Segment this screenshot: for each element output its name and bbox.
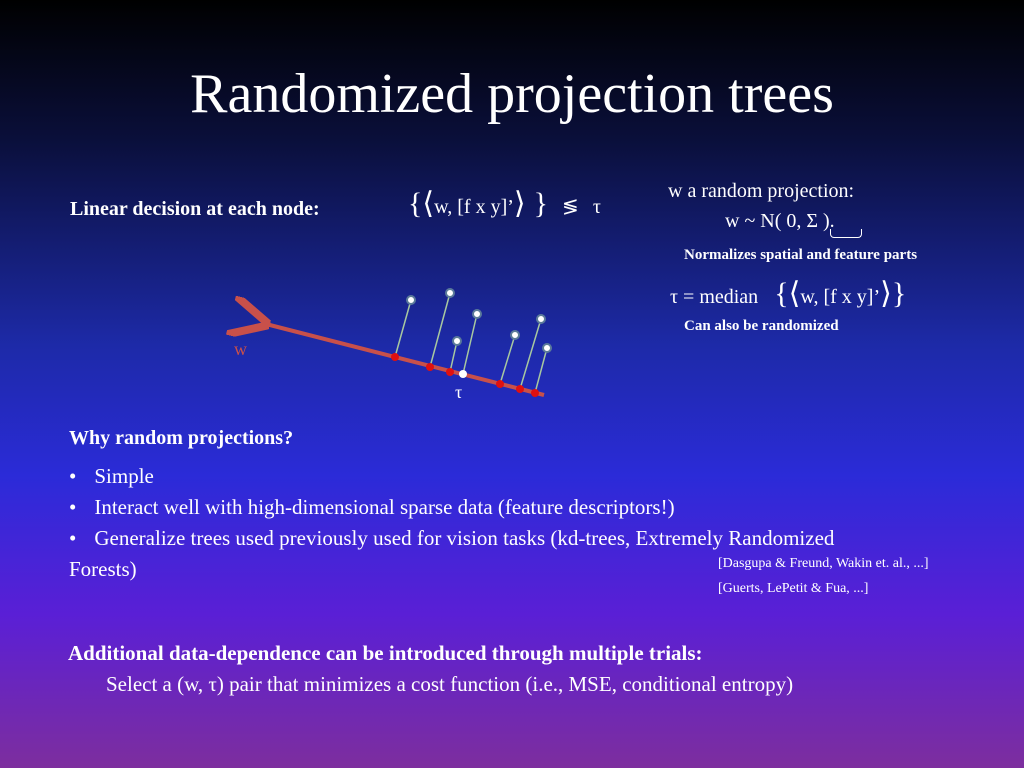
bullet: • xyxy=(69,526,77,550)
projection-line1: w a random projection: xyxy=(668,180,855,202)
median-angle-open: ⟨ xyxy=(788,277,801,310)
randomize-note: Can also be randomized xyxy=(684,318,839,334)
slide-title: Randomized projection trees xyxy=(190,63,834,125)
linear-decision-formula: {⟨w, [f x y]’⟩ } ≶ τ xyxy=(408,186,601,221)
why-item-1: • Simple xyxy=(69,464,154,489)
brace-open: { xyxy=(408,187,423,220)
why-item-2-text: Interact well with high-dimensional spar… xyxy=(94,495,675,519)
median-formula: τ = median {⟨w, [f x y]’⟩} xyxy=(670,276,906,311)
relation-symbol: ≶ xyxy=(562,196,579,218)
bullet: • xyxy=(69,464,77,488)
brace-close: } xyxy=(533,187,549,220)
projection-line2: w ~ N( 0, Σ ). xyxy=(725,210,835,232)
why-item-1-text: Simple xyxy=(94,464,154,488)
why-item-3-text: Generalize trees used previously used fo… xyxy=(94,526,835,550)
linear-decision-label: Linear decision at each node: xyxy=(70,198,320,220)
citation-1: [Dasgupa & Freund, Wakin et. al., ...] xyxy=(718,556,929,571)
why-item-3-continued: Forests) xyxy=(69,557,137,581)
data-points xyxy=(406,288,552,353)
tau-point xyxy=(459,370,467,378)
median-inner: w, [f x y]’ xyxy=(800,286,881,308)
sigma-underbrace xyxy=(830,229,862,238)
median-angle-close: ⟩ xyxy=(880,277,892,310)
why-item-3: • Generalize trees used previously used f… xyxy=(69,526,834,551)
inner-product: w, [f x y]’ xyxy=(434,196,514,218)
median-brace-open: { xyxy=(774,277,789,310)
why-heading: Why random projections? xyxy=(69,427,294,449)
projection-stems xyxy=(394,292,548,394)
bullet: • xyxy=(69,495,77,519)
additional-line: Select a (w, τ) pair that minimizes a co… xyxy=(106,672,794,696)
why-item-2: • Interact well with high-dimensional spa… xyxy=(69,495,675,520)
w-axis-label: w xyxy=(234,339,247,359)
additional-heading: Additional data-dependence can be introd… xyxy=(68,641,703,665)
angle-open: ⟨ xyxy=(422,187,435,220)
median-brace-close: } xyxy=(891,277,907,310)
projected-points xyxy=(391,353,539,397)
tau-axis-label: τ xyxy=(455,382,463,402)
tau-median: τ = median xyxy=(670,286,759,308)
tau-symbol: τ xyxy=(592,196,601,218)
citation-2: [Guerts, LePetit & Fua, ...] xyxy=(718,581,869,596)
angle-close: ⟩ xyxy=(513,187,526,220)
normalize-note: Normalizes spatial and feature parts xyxy=(684,247,918,263)
